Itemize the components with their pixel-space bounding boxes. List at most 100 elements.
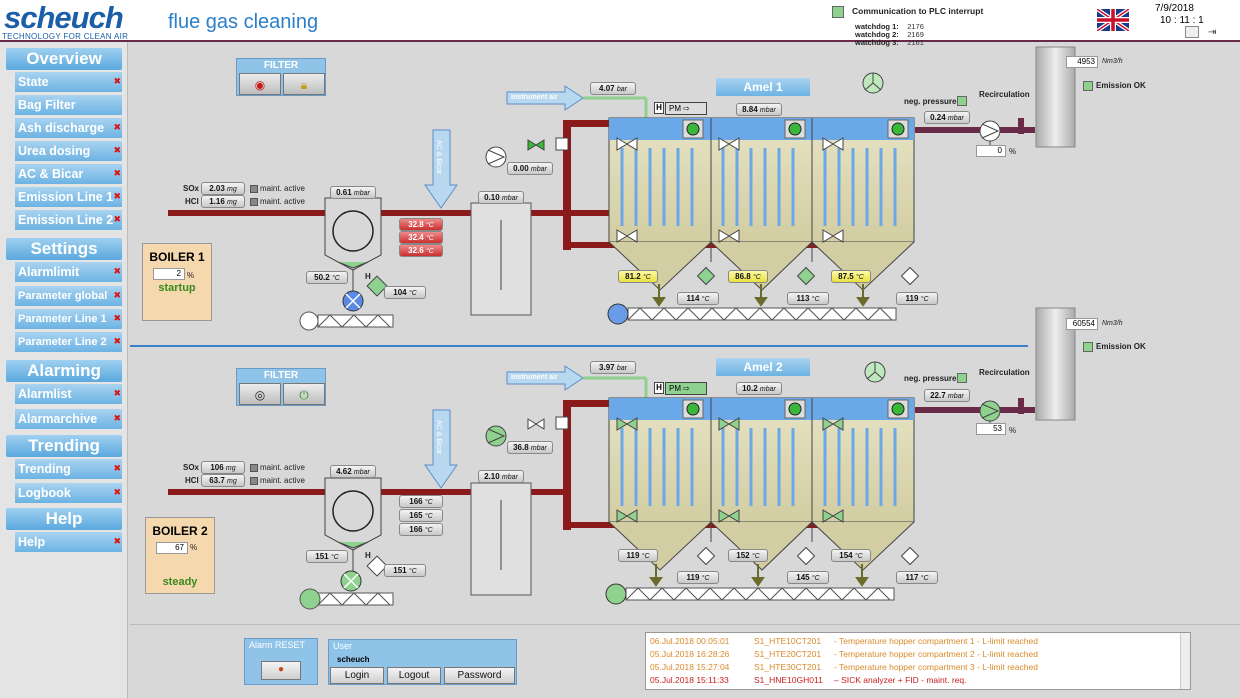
- unit: mbar: [759, 107, 776, 114]
- nav-label: Ash discharge: [18, 121, 105, 135]
- nav-help[interactable]: Help✖: [15, 532, 122, 552]
- value: 113: [796, 294, 810, 303]
- sox-number: 106: [210, 463, 224, 472]
- filter-dp: 10.2 mbar: [736, 382, 782, 395]
- alarm-mark-icon: ✖: [113, 313, 121, 323]
- sox-label: SOx: [183, 463, 200, 472]
- filter-title: FILTER: [263, 60, 299, 71]
- hopper-bottom-temp-1: 119 °C: [677, 571, 719, 584]
- unit: °C: [920, 296, 929, 303]
- unit: mg: [227, 199, 237, 206]
- temp-alarm-2: 32.4 °C: [399, 231, 443, 244]
- value: 8.84: [742, 105, 758, 114]
- nav-alarmlist[interactable]: Alarmlist✖: [15, 384, 122, 404]
- value: 4.62: [336, 467, 352, 476]
- value: 145: [796, 573, 810, 582]
- reactor-temp: 151 °C: [306, 550, 348, 563]
- line2-graphics: [168, 307, 1076, 610]
- nav-parameter-line-1[interactable]: Parameter Line 1✖: [15, 309, 122, 329]
- neg-pressure-label: neg. pressure: [904, 97, 957, 106]
- nav-label: Trending: [18, 462, 71, 476]
- filter-power-button[interactable]: ⏻: [283, 383, 325, 405]
- section-settings: Settings: [6, 238, 122, 260]
- login-button[interactable]: Login: [330, 667, 384, 684]
- password-button[interactable]: Password: [444, 667, 515, 684]
- pm-indicator[interactable]: PM ⇨: [665, 382, 707, 395]
- hopper-temp-3: 87.5 °C: [831, 270, 871, 283]
- boiler2-panel[interactable]: BOILER 2 67 % steady: [145, 517, 215, 594]
- exit-icon[interactable]: ⇥: [1208, 27, 1217, 38]
- stack-flow: 60554: [1066, 318, 1098, 330]
- emission-indicator: [1083, 342, 1093, 352]
- pm-indicator[interactable]: PM ⇨: [665, 102, 707, 115]
- boiler-state: steady: [162, 576, 198, 588]
- boiler-name: BOILER 2: [152, 524, 208, 538]
- neg-pressure-label: neg. pressure: [904, 374, 957, 383]
- flow-unit: Nm3/h: [1102, 320, 1123, 327]
- alarm-mark-icon: ✖: [113, 266, 121, 276]
- hcl-label: HCl: [185, 197, 199, 206]
- nav-emission-line-2[interactable]: Emission Line 2✖: [15, 210, 122, 230]
- hcl-value: 1.16 mg: [201, 195, 245, 208]
- filter-dp: 8.84 mbar: [736, 103, 782, 116]
- value: 87.5: [838, 272, 854, 281]
- unit: mg: [227, 186, 237, 193]
- nav-parameter-global[interactable]: Parameter global✖: [15, 286, 122, 306]
- value: 36.8: [513, 443, 529, 452]
- alarm-mark-icon: ✖: [113, 463, 121, 473]
- nav-logbook[interactable]: Logbook✖: [15, 483, 122, 503]
- nav-emission-line-1[interactable]: Emission Line 1✖: [15, 187, 122, 207]
- section-overview: Overview: [6, 48, 122, 70]
- alarm-mark-icon: ✖: [113, 336, 121, 346]
- alarm-date: 06.Jul.2018 00:05:01: [650, 636, 730, 646]
- section-alarming: Alarming: [6, 360, 122, 382]
- stack-flow: 4953: [1066, 56, 1098, 68]
- sox-number: 2.03: [209, 184, 225, 193]
- nav-bag-filter[interactable]: Bag Filter: [15, 95, 122, 115]
- uk-flag-icon[interactable]: [1097, 9, 1129, 31]
- filter-panel-line1: FILTER ◉ 🔒︎: [236, 58, 326, 96]
- watchdog-value: 2161: [907, 38, 924, 47]
- pm-text: PM: [669, 384, 681, 393]
- instrument-air-label: Instrument air: [511, 94, 558, 101]
- nav-alarmarchive[interactable]: Alarmarchive✖: [15, 409, 122, 429]
- alarm-date: 05.Jul.2018 16:28:26: [650, 649, 730, 659]
- pm-arrow-icon: ⇨: [683, 384, 690, 393]
- value: 32.4: [408, 233, 424, 242]
- maint-text: maint. active: [260, 463, 305, 472]
- unit: °C: [408, 568, 417, 575]
- boiler-state: startup: [158, 282, 196, 294]
- nav-ash-discharge[interactable]: Ash discharge✖: [15, 118, 122, 138]
- nav-alarmlimit[interactable]: Alarmlimit✖: [15, 262, 122, 282]
- maint-indicator: [250, 463, 258, 472]
- maint-indicator: [250, 184, 258, 193]
- print-icon[interactable]: [1185, 26, 1199, 38]
- unit: °C: [641, 553, 650, 560]
- filter-lock-button[interactable]: 🔒︎: [283, 73, 325, 95]
- nav-urea-dosing[interactable]: Urea dosing✖: [15, 141, 122, 161]
- user-title: User: [333, 641, 353, 651]
- hopper-temp: 104 °C: [384, 286, 426, 299]
- nav-state[interactable]: State✖: [15, 72, 122, 92]
- value: 151: [315, 552, 329, 561]
- alarm-scrollbar[interactable]: [1180, 633, 1190, 689]
- alarm-reset-button[interactable]: ●: [261, 661, 301, 680]
- hopper-bottom-temp-2: 145 °C: [787, 571, 829, 584]
- nav-parameter-line-2[interactable]: Parameter Line 2✖: [15, 332, 122, 352]
- unit: °C: [424, 527, 433, 534]
- recirc-pct: 0: [976, 145, 1006, 157]
- logout-button[interactable]: Logout: [387, 667, 441, 684]
- boiler1-panel[interactable]: BOILER 1 2 % startup: [142, 243, 212, 321]
- boiler-load-unit: %: [190, 543, 198, 552]
- unit: °C: [642, 274, 651, 281]
- alarm-msg: - Temperature hopper compartment 3 - L-l…: [834, 662, 1038, 672]
- pct-unit: %: [1009, 426, 1017, 435]
- filter-target-button[interactable]: ◎: [239, 383, 281, 405]
- nav-trending[interactable]: Trending ✖: [15, 459, 122, 479]
- maint-status: maint. active: [250, 463, 305, 472]
- hopper-temp-1: 119 °C: [618, 549, 658, 562]
- nav-ac-bicar[interactable]: AC & Bicar✖: [15, 164, 122, 184]
- filter-stop-button[interactable]: ◉: [239, 73, 281, 95]
